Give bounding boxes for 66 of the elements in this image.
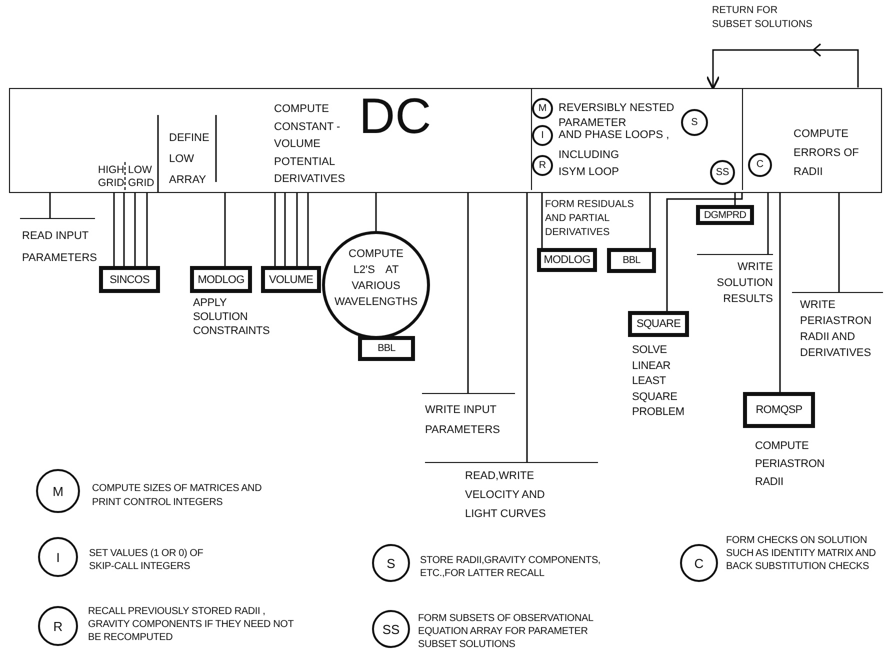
loop-label: AND PHASE LOOPS , [558, 128, 670, 142]
connector-line [296, 193, 298, 266]
description-text: FORM SUBSETS OF OBSERVATIONAL EQUATION ARRAY FOR PARAMETER SUBSET SOLUTIONS [418, 612, 594, 651]
connector-line [767, 193, 769, 254]
legend-marker: S [372, 544, 410, 582]
annotation-text: WRITE SOLUTION RESULTS [697, 254, 773, 308]
subroutine-box: SINCOS [99, 266, 160, 293]
description-text: COMPUTE PERIASTRON RADII [755, 439, 824, 490]
description-text: SET VALUES (1 OR 0) OF SKIP-CALL INTEGERS [89, 547, 204, 573]
legend-marker: M [36, 469, 80, 513]
loop-marker: M [532, 98, 553, 118]
legend-marker: C [680, 544, 718, 582]
annotation-text: READ,WRITE VELOCITY AND LIGHT CURVES [425, 462, 598, 524]
process-label: COMPUTE ERRORS OF RADII [794, 126, 860, 180]
process-label: DEFINE LOW ARRAY [169, 131, 210, 188]
connector-line [274, 193, 276, 266]
description-text: STORE RADII,GRAVITY COMPONENTS, ETC.,FOR LATTER RECALL [420, 554, 602, 580]
description-text: APPLY SOLUTION CONSTRAINTS [193, 296, 270, 338]
subroutine-box: BBL [607, 248, 656, 273]
loop-marker: SS [710, 160, 735, 184]
connector-line [307, 193, 309, 266]
connector-line [526, 193, 528, 462]
connector-line [375, 193, 377, 231]
connector-line [113, 193, 115, 266]
process-label: COMPUTE CONSTANT - VOLUME POTENTIAL DERIVATIVES [274, 102, 346, 187]
grid-label: LOW GRID [128, 164, 154, 190]
subroutine-box: BBL [358, 336, 415, 361]
loop-marker: R [532, 154, 553, 176]
connector-line [838, 193, 840, 292]
subroutine-box: ROMQSP [743, 392, 815, 428]
connector-line [134, 193, 136, 266]
subroutine-box: MODLOG [190, 266, 252, 293]
loop-marker: I [532, 124, 553, 146]
subroutine-box: DGMPRD [696, 205, 754, 225]
annotation-text: WRITE PERIASTRON RADII AND DERIVATIVES [792, 292, 883, 364]
program-box [9, 88, 882, 193]
connector-line [123, 193, 125, 266]
connector-line [541, 193, 543, 248]
connector-line [146, 193, 148, 266]
connector-line [224, 193, 226, 266]
connector-line [49, 193, 51, 218]
subroutine-box: VOLUME [261, 266, 321, 293]
loop-marker: S [681, 108, 708, 136]
connector-line [734, 193, 736, 205]
legend-marker: SS [372, 610, 410, 648]
connector-line [779, 193, 781, 392]
subroutine-box: MODLOG [537, 248, 597, 272]
legend-marker: I [38, 537, 78, 577]
annotation-text: FORM RESIDUALS AND PARTIAL DERIVATIVES [545, 198, 635, 240]
legend-marker: R [38, 606, 78, 646]
description-text: FORM CHECKS ON SOLUTION SUCH AS IDENTITY MATRIX AND BACK SUBSTITUTION CHECKS [726, 534, 877, 573]
loop-marker: C [748, 152, 772, 176]
annotation-text: WRITE INPUT PARAMETERS [422, 393, 515, 455]
description-text: COMPUTE SIZES OF MATRICES AND PRINT CONTROL INTEGERS [92, 482, 263, 510]
connector-line [467, 193, 469, 393]
loop-label: REVERSIBLY NESTED PARAMETER [558, 100, 676, 130]
connector-line [284, 193, 286, 266]
grid-label: HIGH GRID [98, 164, 124, 190]
annotation-text: READ INPUT PARAMETERS [20, 218, 95, 268]
description-text: SOLVE LINEAR LEAST SQUARE PROBLEM [632, 343, 684, 420]
subroutine-box: SQUARE [628, 311, 689, 337]
description-text: RECALL PREVIOUSLY STORED RADII , GRAVITY COMPONENTS IF THEY NEED NOT BE RECOMPUTED [88, 605, 295, 644]
module-title: DC [359, 91, 432, 141]
connector-line [666, 193, 743, 311]
connector-line [649, 193, 651, 248]
loop-label: INCLUDING ISYM LOOP [558, 148, 620, 180]
